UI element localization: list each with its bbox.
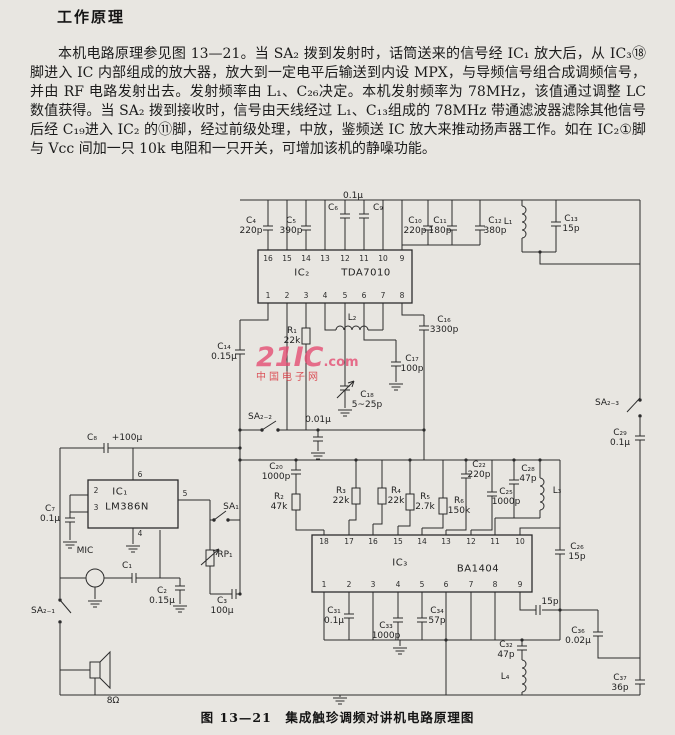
microphone-icon	[85, 568, 105, 588]
speaker-icon	[89, 650, 111, 690]
capacitor-symbols	[64, 213, 646, 685]
wire-network	[59, 199, 646, 705]
switch-arms	[59, 397, 641, 614]
ic2-body	[257, 249, 413, 304]
page-title: 工作原理	[57, 8, 126, 26]
junction-dots	[58, 250, 642, 642]
body-paragraph: 本机电路原理参见图 13—21。当 SA₂ 拨到发射时，话筒送来的信号经 IC₁…	[30, 46, 646, 157]
watermark-suffix: .com	[323, 355, 359, 370]
inductor-symbols	[335, 205, 545, 693]
ic1-body	[87, 479, 179, 529]
figure-caption: 图 13—21 集成触珍调频对讲机电路原理图	[200, 710, 475, 725]
adjust-arrows	[200, 380, 355, 566]
watermark-subtext: 中国电子网	[256, 372, 321, 383]
ic3-body	[311, 534, 533, 593]
ground-symbols	[62, 383, 408, 705]
watermark-main: 21IC	[256, 342, 324, 373]
watermark: 21IC.com 中国电子网	[256, 344, 359, 383]
